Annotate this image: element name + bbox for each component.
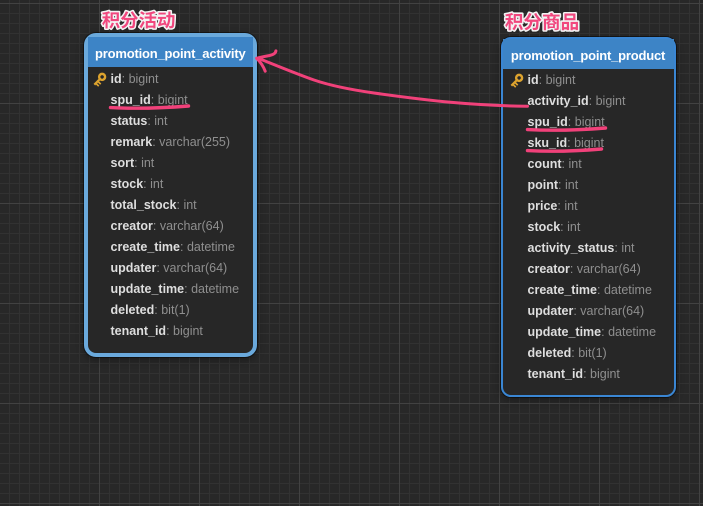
- column-row-update_time[interactable]: update_time: datetime: [528, 322, 674, 343]
- column-row-deleted[interactable]: deleted: bit(1): [528, 343, 674, 364]
- column-type: : int: [558, 178, 579, 192]
- table-title: promotion_point_product: [510, 47, 666, 63]
- primary-key-icon: [510, 73, 523, 88]
- column-type: : bigint: [166, 324, 203, 338]
- column-name: deleted: [110, 303, 155, 317]
- column-row-tenant_id[interactable]: tenant_id: bigint: [528, 364, 674, 385]
- column-row-spu_id[interactable]: spu_id: bigint: [111, 90, 254, 111]
- column-row-deleted[interactable]: deleted: bit(1): [111, 300, 254, 321]
- column-name: total_stock: [110, 198, 177, 212]
- column-type: : varchar(64): [573, 304, 645, 318]
- column-type: : bigint: [583, 367, 620, 381]
- table-header[interactable]: promotion_point_product: [502, 39, 674, 69]
- column-type: : bigint: [150, 93, 188, 107]
- column-name: activity_status: [527, 241, 615, 255]
- column-row-tenant_id[interactable]: tenant_id: bigint: [111, 321, 254, 342]
- column-name: create_time: [527, 283, 598, 297]
- column-name: count: [527, 157, 562, 171]
- primary-key-icon: [93, 72, 106, 87]
- column-row-status[interactable]: status: int: [111, 111, 254, 132]
- column-row-count[interactable]: count: int: [528, 154, 674, 175]
- column-row-updater[interactable]: updater: varchar(64): [528, 301, 674, 322]
- column-name: stock: [527, 220, 561, 234]
- column-type: : bigint: [588, 94, 626, 108]
- column-row-update_time[interactable]: update_time: datetime: [111, 279, 254, 300]
- column-name: update_time: [527, 325, 602, 339]
- column-name: id: [110, 72, 122, 86]
- column-name: deleted: [527, 346, 572, 360]
- column-name: spu_id: [110, 93, 151, 107]
- column-name: tenant_id: [527, 367, 584, 381]
- column-type: : bigint: [567, 136, 604, 150]
- column-name: sku_id: [527, 136, 568, 150]
- column-type: : varchar(64): [156, 261, 228, 275]
- column-row-spu_id[interactable]: spu_id: bigint: [528, 112, 674, 133]
- column-row-remark[interactable]: remark: varchar(255): [111, 132, 254, 153]
- annotation-label-product-text: 积分商品: [504, 11, 576, 30]
- column-name: price: [527, 199, 558, 213]
- column-type: : int: [143, 177, 164, 191]
- column-name: spu_id: [527, 115, 568, 129]
- column-row-updater[interactable]: updater: varchar(64): [111, 258, 254, 279]
- column-row-sort[interactable]: sort: int: [111, 153, 254, 174]
- column-name: creator: [527, 262, 570, 276]
- column-type: : bit(1): [154, 303, 190, 317]
- column-name: sort: [110, 156, 135, 170]
- table-title: promotion_point_activity: [95, 46, 246, 61]
- column-type: : int: [557, 199, 578, 213]
- column-type: : int: [561, 157, 582, 171]
- column-type: : varchar(64): [152, 219, 224, 233]
- column-type: : datetime: [597, 283, 652, 297]
- column-row-total_stock[interactable]: total_stock: int: [111, 195, 254, 216]
- column-type: : int: [147, 114, 168, 128]
- column-row-stock[interactable]: stock: int: [528, 217, 674, 238]
- column-row-activity_status[interactable]: activity_status: int: [528, 238, 674, 259]
- column-type: : int: [134, 156, 155, 170]
- column-row-create_time[interactable]: create_time: datetime: [111, 237, 254, 258]
- column-name: status: [110, 114, 148, 128]
- column-type: : bigint: [121, 72, 159, 86]
- column-name: point: [527, 178, 559, 192]
- column-row-price[interactable]: price: int: [528, 196, 674, 217]
- column-name: tenant_id: [110, 324, 167, 338]
- column-type: : int: [176, 198, 197, 212]
- column-name: remark: [110, 135, 153, 149]
- column-row-creator[interactable]: creator: varchar(64): [111, 216, 254, 237]
- column-row-id[interactable]: id: bigint: [510, 70, 674, 91]
- annotation-label-activity-text: 积分活动: [101, 9, 173, 28]
- column-name: updater: [110, 261, 157, 275]
- column-type: : int: [560, 220, 581, 234]
- column-type: : bigint: [567, 115, 605, 129]
- column-type: : bit(1): [571, 346, 607, 360]
- column-type: : bigint: [538, 73, 576, 87]
- column-type: : datetime: [180, 240, 235, 254]
- column-type: : int: [614, 241, 635, 255]
- column-row-point[interactable]: point: int: [528, 175, 674, 196]
- column-type: : varchar(64): [569, 262, 641, 276]
- column-name: stock: [110, 177, 144, 191]
- column-name: update_time: [110, 282, 185, 296]
- column-name: activity_id: [527, 94, 589, 108]
- column-row-activity_id[interactable]: activity_id: bigint: [528, 91, 674, 112]
- table-header[interactable]: promotion_point_activity: [87, 37, 253, 67]
- column-row-sku_id[interactable]: sku_id: bigint: [528, 133, 674, 154]
- column-name: updater: [527, 304, 574, 318]
- column-name: id: [527, 73, 539, 87]
- column-row-create_time[interactable]: create_time: datetime: [528, 280, 674, 301]
- column-row-creator[interactable]: creator: varchar(64): [528, 259, 674, 280]
- column-type: : datetime: [601, 325, 657, 339]
- column-row-id[interactable]: id: bigint: [93, 69, 254, 90]
- column-name: creator: [110, 219, 153, 233]
- column-row-stock[interactable]: stock: int: [111, 174, 254, 195]
- column-type: : varchar(255): [152, 135, 231, 149]
- column-type: : datetime: [184, 282, 240, 296]
- column-name: create_time: [110, 240, 181, 254]
